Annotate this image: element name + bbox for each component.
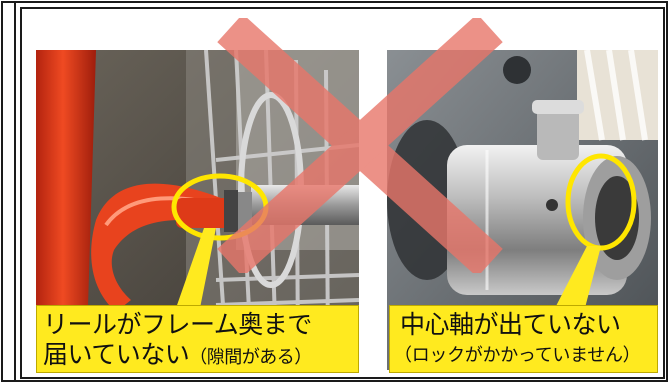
callout-left-note: （隙間がある） [189,347,312,368]
callout-right-line2: （ロックがかかっていません） [394,345,641,366]
callout-left-main: 届いていない [43,340,190,369]
callout-left-line2: 届いていない（隙間がある） [43,340,312,373]
side-bar [3,3,16,380]
callout-axle-unlocked: 中心軸が出ていない （ロックがかかっていません） [389,305,658,373]
callout-reel-gap: リールがフレーム奥まで 届いていない（隙間がある） [36,305,359,373]
callout-left-line1: リールがフレーム奥まで [43,310,312,339]
callout-right-line1: 中心軸が出ていない [400,310,621,339]
